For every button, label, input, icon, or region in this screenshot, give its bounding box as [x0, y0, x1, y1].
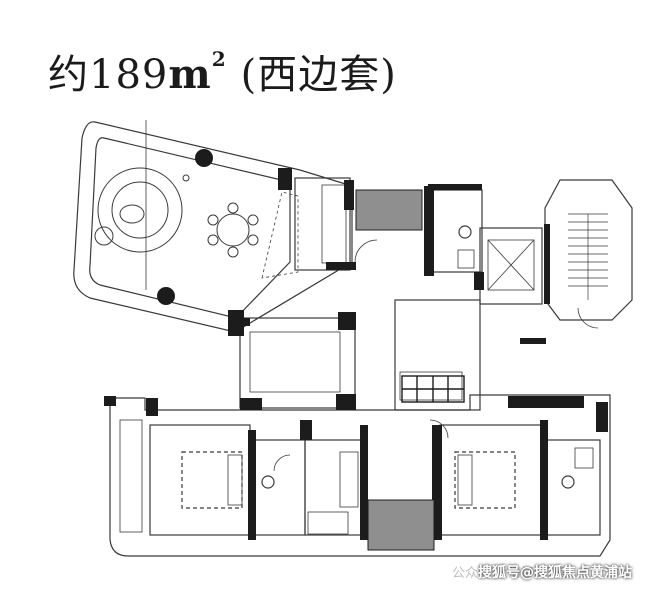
service-shaft-upper [355, 189, 423, 231]
watermark-main: 搜狐号@搜狐焦点黄浦站 [478, 560, 632, 584]
bedrooms-outline [109, 394, 611, 557]
kitchen-outline [294, 177, 351, 271]
bedroom-1-outline [149, 424, 251, 536]
title-suite-name: (西边套) [240, 52, 397, 98]
bathroom-1-outline [254, 439, 306, 536]
watermark-light-text: 公众号·上海好房观察 [452, 565, 574, 581]
bathroom-2-outline [304, 439, 366, 536]
balcony-outline [73, 121, 353, 333]
hall-outline [239, 317, 356, 409]
title-area-value: 约189 [48, 52, 169, 98]
column-round-1 [195, 149, 213, 167]
title-area-unit-power: 2 [211, 47, 227, 71]
column-round-2 [157, 287, 175, 305]
balcony-inner-outline [89, 137, 291, 319]
corridor-outline [394, 299, 481, 411]
watermark-main-text: 搜狐号@搜狐焦点黄浦站 [478, 565, 632, 581]
title-area-unit: m2 [168, 47, 226, 98]
service-shaft-lower [367, 499, 435, 551]
bathroom-3-outline [544, 439, 601, 536]
stair-core-outline [544, 179, 633, 321]
watermark: 公众号·上海好房观察 [452, 556, 573, 586]
lounge-round-sofa [97, 167, 183, 253]
bedroom-2-outline [439, 424, 546, 536]
elevator-core-outline [479, 227, 543, 305]
title-area-unit-letter: m [168, 51, 212, 98]
floor-plan-title: 约189m2 (西边套) [48, 42, 397, 112]
dining-table [216, 213, 250, 247]
